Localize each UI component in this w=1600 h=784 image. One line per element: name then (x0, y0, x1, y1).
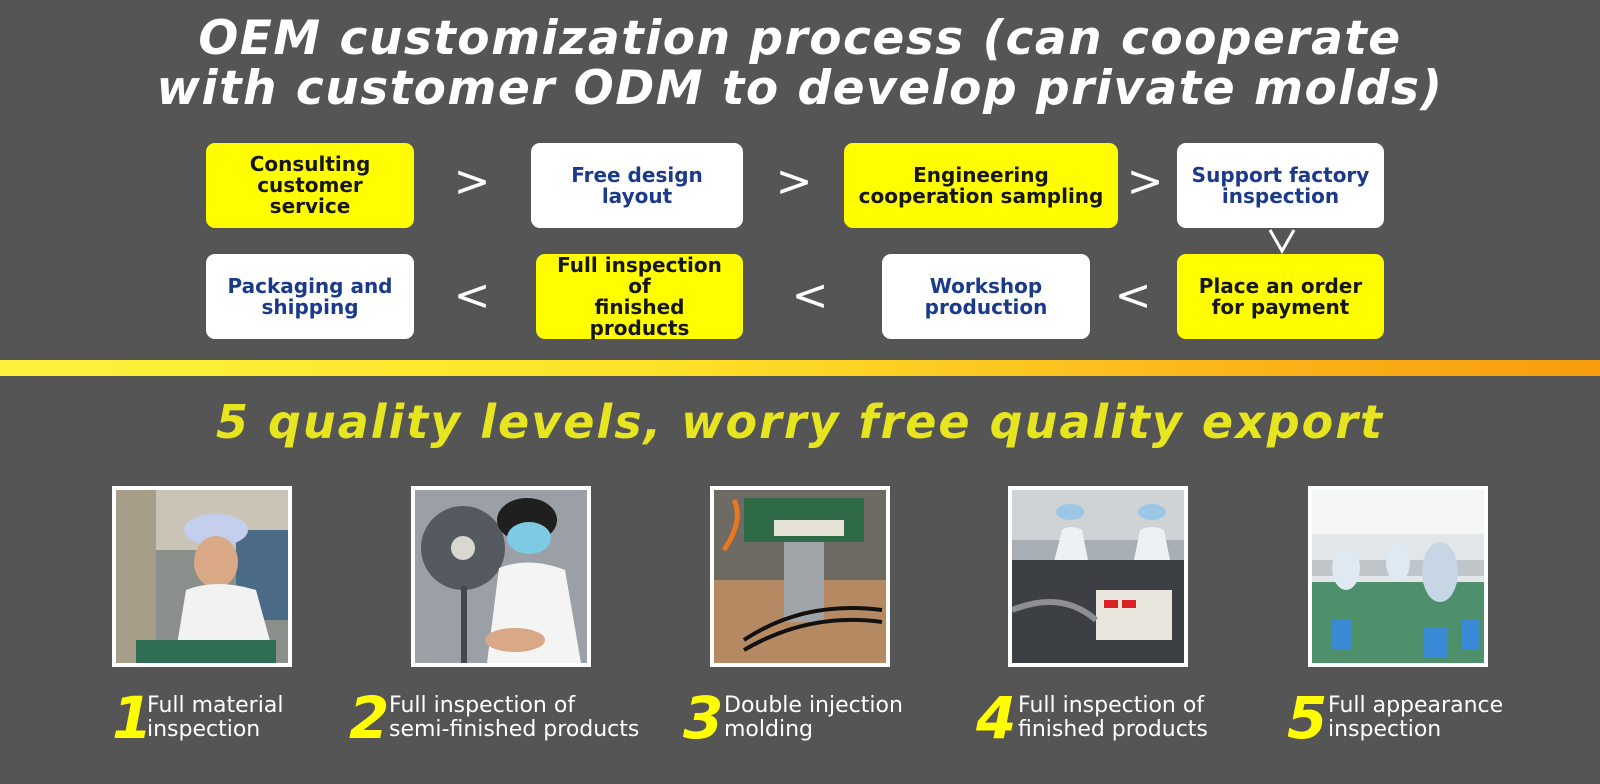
step-place-order-for-payment: Place an order for payment (1177, 254, 1384, 339)
arrow-left-icon: < (453, 270, 491, 321)
step-consulting-customer-service: Consulting customer service (206, 143, 414, 228)
step-engineering-cooperation-sampling: Engineering cooperation sampling (844, 143, 1118, 228)
quality-label-1: Full material inspection (147, 693, 284, 742)
quality-number-2: 2 (349, 684, 390, 752)
page-title-line-1: OEM customization process (can cooperate (198, 11, 1402, 66)
arrow-left-icon: < (791, 270, 829, 321)
quality-label-5: Full appearance inspection (1328, 693, 1504, 742)
step-support-factory-inspection: Support factory inspection (1177, 143, 1384, 228)
photo-finished-inspection (1008, 486, 1188, 667)
page-title: OEM customization process (can cooperate… (0, 14, 1600, 114)
photo-material-inspection (112, 486, 292, 667)
quality-label-4: Full inspection of finished products (1018, 693, 1208, 742)
step-free-design-layout: Free design layout (531, 143, 743, 228)
page-title-line-2: with customer ODM to develop private mol… (156, 61, 1444, 116)
step-packaging-and-shipping: Packaging and shipping (206, 254, 414, 339)
quality-number-1: 1 (112, 684, 153, 752)
step-workshop-production: Workshop production (882, 254, 1090, 339)
gradient-divider (0, 360, 1600, 376)
arrow-left-icon: < (1114, 270, 1152, 321)
quality-number-4: 4 (976, 684, 1017, 752)
quality-number-3: 3 (683, 684, 724, 752)
photo-double-injection-molding (710, 486, 890, 667)
arrow-right-icon: > (775, 156, 813, 207)
quality-subtitle: 5 quality levels, worry free quality exp… (216, 395, 1384, 449)
quality-label-3: Double injection molding (724, 693, 903, 742)
photo-appearance-inspection (1308, 486, 1488, 667)
step-full-inspection-finished-products: Full inspection of finished products (536, 254, 743, 339)
quality-number-5: 5 (1287, 684, 1328, 752)
quality-label-2: Full inspection of semi-finished product… (389, 693, 640, 742)
arrow-right-icon: > (453, 156, 491, 207)
photo-semi-finished-inspection (411, 486, 591, 667)
arrow-right-icon: > (1126, 156, 1164, 207)
arrow-down-icon (1268, 229, 1296, 254)
